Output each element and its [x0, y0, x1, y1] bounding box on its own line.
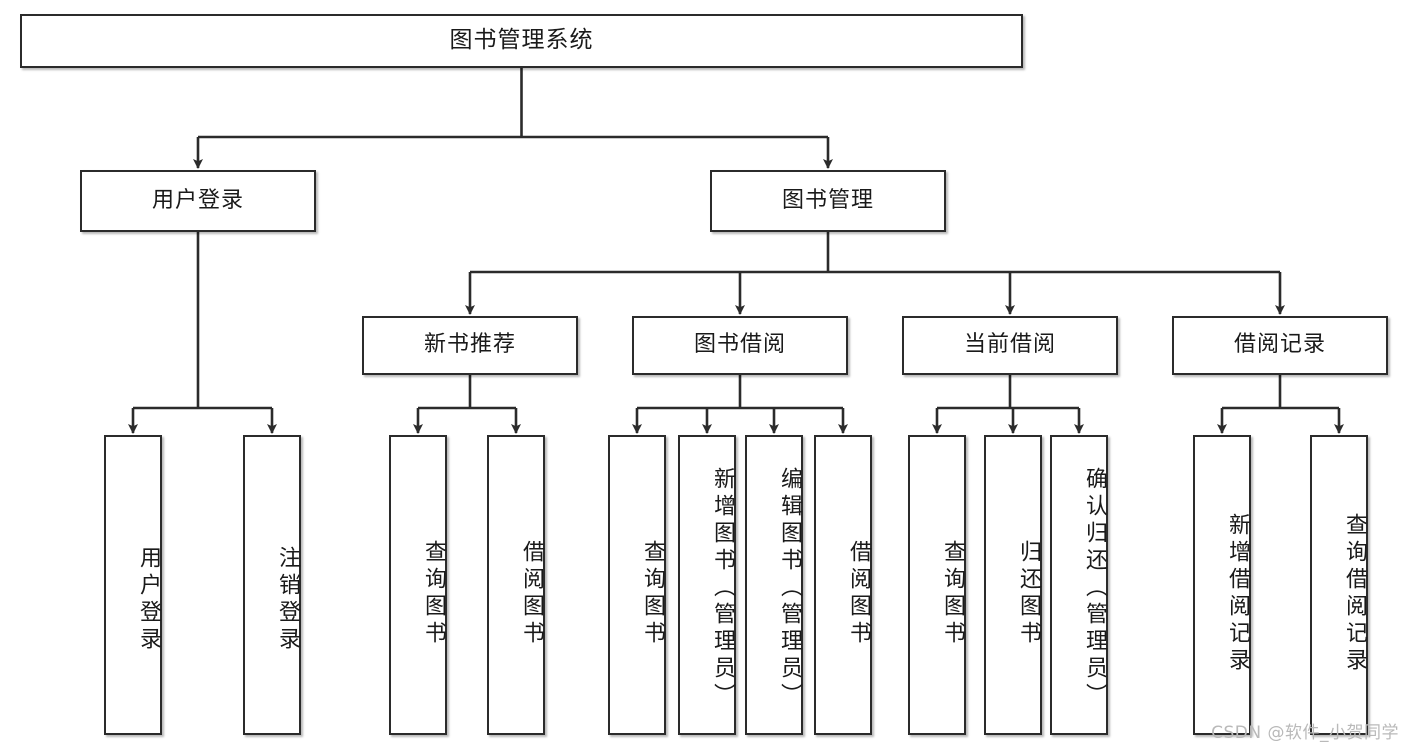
- node-leaf-query-record-label: 查询借阅记录: [1342, 513, 1367, 675]
- node-leaf-query-book-1-label: 查询图书: [421, 540, 446, 648]
- node-leaf-confirm-return[interactable]: 确认归还（管理员）: [1050, 435, 1108, 735]
- node-leaf-add-book-label: 新增图书（管理员）: [710, 466, 735, 710]
- node-borrow-record-label: 借阅记录: [1233, 332, 1326, 358]
- node-new-book-recommend[interactable]: 新书推荐: [362, 316, 578, 375]
- node-user-login[interactable]: 用户登录: [80, 170, 316, 232]
- node-current-borrow-label: 当前借阅: [963, 332, 1056, 358]
- node-leaf-borrow-book-2[interactable]: 借阅图书: [814, 435, 872, 735]
- node-leaf-return-book[interactable]: 归还图书: [984, 435, 1042, 735]
- watermark-text: CSDN @软件_小贺同学: [1211, 723, 1399, 743]
- node-leaf-user-login-label: 用户登录: [136, 546, 161, 654]
- node-leaf-edit-book[interactable]: 编辑图书（管理员）: [745, 435, 803, 735]
- node-new-book-recommend-label: 新书推荐: [423, 332, 516, 358]
- node-leaf-query-book-1[interactable]: 查询图书: [389, 435, 447, 735]
- node-leaf-user-login[interactable]: 用户登录: [104, 435, 162, 735]
- node-book-borrow[interactable]: 图书借阅: [632, 316, 848, 375]
- node-book-manage[interactable]: 图书管理: [710, 170, 946, 232]
- node-borrow-record[interactable]: 借阅记录: [1172, 316, 1388, 375]
- node-leaf-confirm-return-label: 确认归还（管理员）: [1082, 466, 1107, 710]
- node-leaf-return-book-label: 归还图书: [1016, 540, 1041, 648]
- node-leaf-edit-book-label: 编辑图书（管理员）: [777, 466, 802, 710]
- node-leaf-add-book[interactable]: 新增图书（管理员）: [678, 435, 736, 735]
- node-leaf-query-book-3[interactable]: 查询图书: [908, 435, 966, 735]
- node-current-borrow[interactable]: 当前借阅: [902, 316, 1118, 375]
- node-leaf-borrow-book-1[interactable]: 借阅图书: [487, 435, 545, 735]
- node-leaf-query-book-2-label: 查询图书: [640, 540, 665, 648]
- node-book-manage-label: 图书管理: [781, 187, 874, 213]
- node-root-label: 图书管理系统: [449, 27, 594, 54]
- node-leaf-query-record[interactable]: 查询借阅记录: [1310, 435, 1368, 735]
- node-leaf-borrow-book-1-label: 借阅图书: [519, 540, 544, 648]
- edges: [128, 68, 1344, 434]
- node-leaf-add-record-label: 新增借阅记录: [1225, 513, 1250, 675]
- node-user-login-label: 用户登录: [151, 187, 244, 213]
- node-leaf-query-book-2[interactable]: 查询图书: [608, 435, 666, 735]
- node-leaf-add-record[interactable]: 新增借阅记录: [1193, 435, 1251, 735]
- node-book-borrow-label: 图书借阅: [693, 332, 786, 358]
- node-leaf-logout[interactable]: 注销登录: [243, 435, 301, 735]
- node-leaf-query-book-3-label: 查询图书: [940, 540, 965, 648]
- node-root[interactable]: 图书管理系统: [20, 14, 1023, 68]
- node-leaf-borrow-book-2-label: 借阅图书: [846, 540, 871, 648]
- node-leaf-logout-label: 注销登录: [275, 546, 300, 654]
